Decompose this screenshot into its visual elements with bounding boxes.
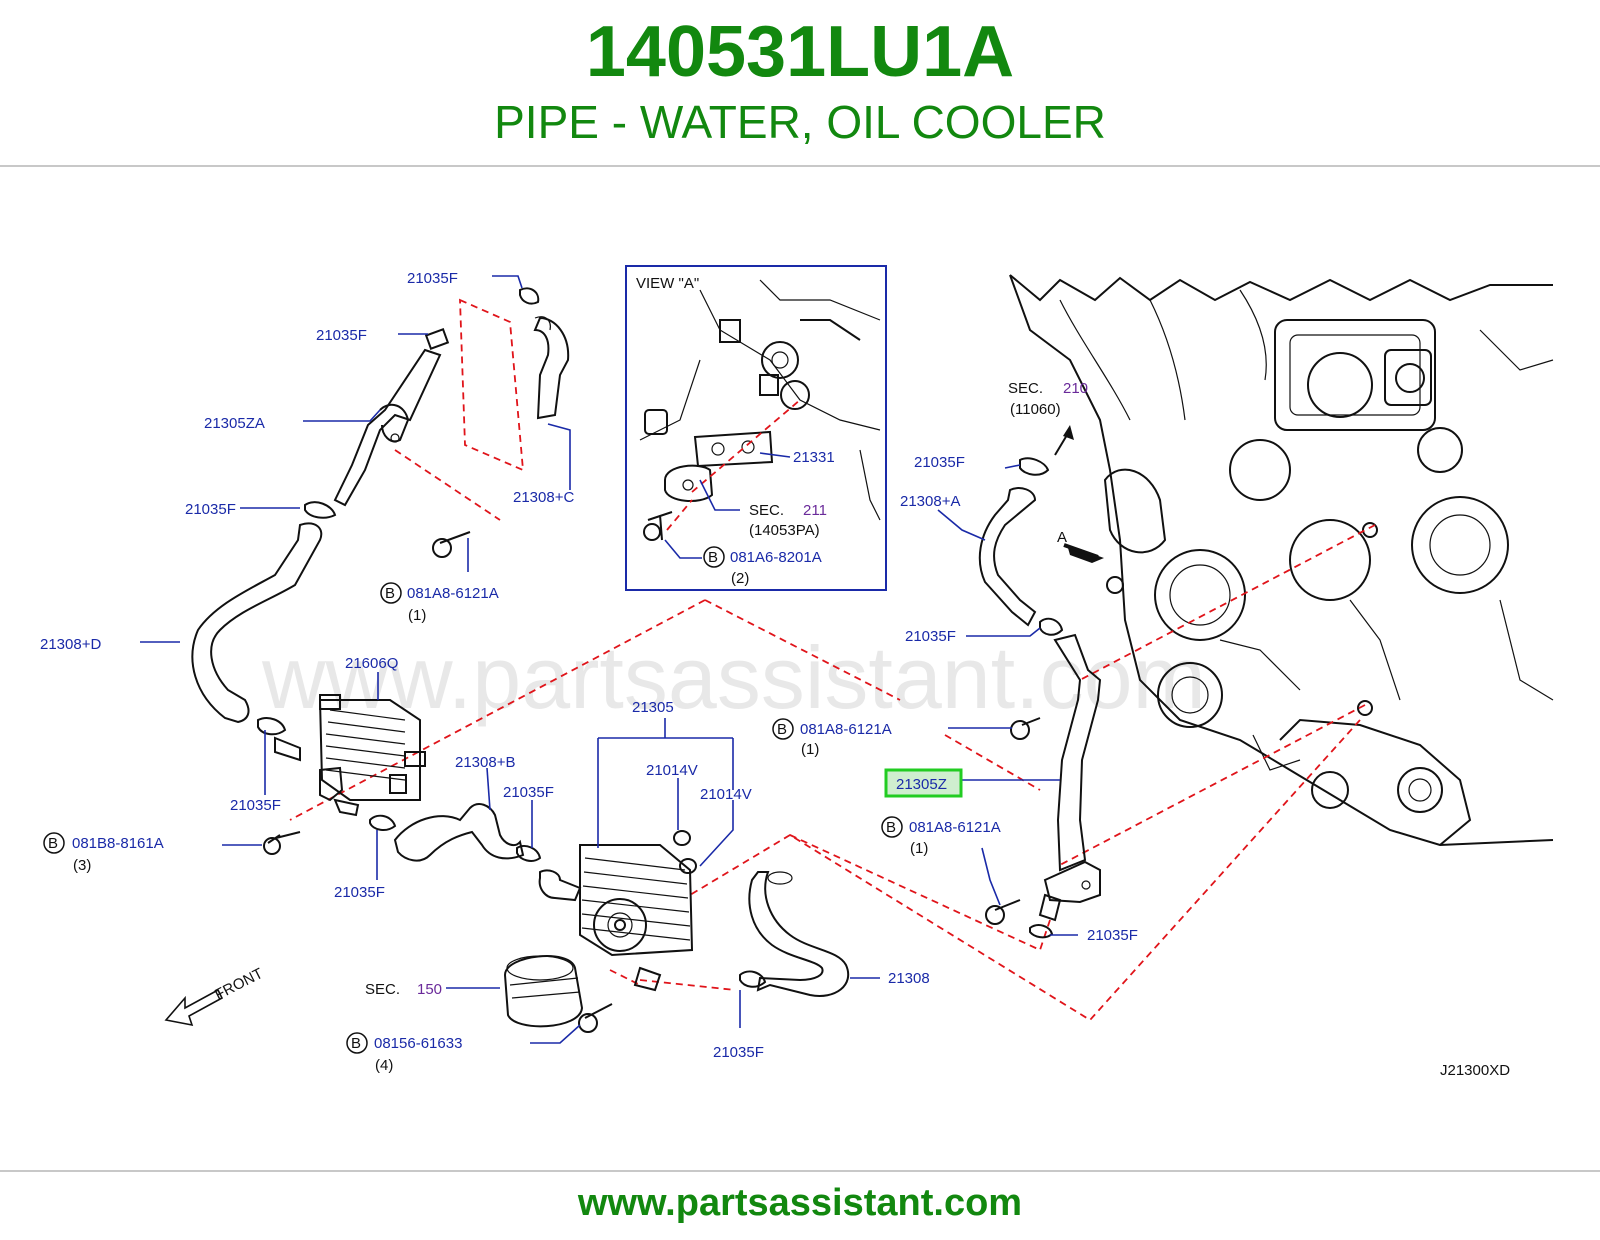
bolt-marker-081a8-left: B [380,582,402,604]
label-081a8-left-qty: (1) [408,607,426,624]
label-21035f-b2[interactable]: 21035F [334,884,385,901]
label-21035f-top[interactable]: 21035F [407,270,458,287]
label-21035f-bottom[interactable]: 21035F [713,1044,764,1061]
label-081b8-8161a[interactable]: 081B8-8161A [72,835,164,852]
part-description: PIPE - WATER, OIL COOLER [494,96,1106,148]
label-21308b[interactable]: 21308+B [455,754,515,771]
assembly-dashed-lines [289,298,1376,1022]
svg-text:B: B [708,549,718,566]
header-divider [0,165,1600,167]
engine-block-illustration [1009,274,1554,847]
label-21308c[interactable]: 21308+C [513,489,574,506]
highlight-21305z [884,768,963,798]
front-arrow [164,988,224,1027]
label-21014v-1[interactable]: 21014V [646,762,698,779]
label-sec150: SEC. [365,981,400,998]
footer-url[interactable]: www.partsassistant.com [577,1182,1023,1224]
label-21305z[interactable]: 21305Z [896,776,947,793]
label-21305za[interactable]: 21305ZA [204,415,265,432]
label-081a8-6121a-right[interactable]: 081A8-6121A [909,819,1001,836]
label-sec211-num[interactable]: 211 [803,502,827,519]
label-21308d[interactable]: 21308+D [40,636,101,653]
label-21606q[interactable]: 21606Q [345,655,398,672]
label-21331[interactable]: 21331 [793,449,835,466]
svg-text:B: B [777,721,787,738]
label-view-a-arrow: A [1057,529,1067,546]
bolt-marker-081a8-right: B [881,816,903,838]
watermark-text: www.partsassistant.com [261,628,1206,727]
label-08156-61633[interactable]: 08156-61633 [374,1035,462,1052]
view-a-inset: VIEW "A" [625,265,887,591]
label-21035f-right-mid[interactable]: 21035F [905,628,956,645]
label-08156-qty: (4) [375,1057,393,1074]
label-21035f-upper[interactable]: 21035F [316,327,367,344]
svg-text:B: B [385,585,395,602]
sec210-arrow [1054,425,1074,456]
svg-text:B: B [886,819,896,836]
label-21308[interactable]: 21308 [888,970,930,987]
label-21035f-lower[interactable]: 21035F [230,797,281,814]
label-081a6-8201a[interactable]: 081A6-8201A [730,549,822,566]
label-21035f-mid[interactable]: 21035F [185,501,236,518]
label-sec210: SEC. [1008,380,1043,397]
label-sec150-num[interactable]: 150 [417,981,442,998]
view-a-arrow [1063,543,1104,563]
part-number-title: 140531LU1A [585,12,1015,92]
left-hose-assembly [191,287,849,1033]
label-21308a[interactable]: 21308+A [900,493,960,510]
label-21014v-2[interactable]: 21014V [700,786,752,803]
svg-text:B: B [48,835,58,852]
label-081a8-6121a-mid[interactable]: 081A8-6121A [800,721,892,738]
label-21305[interactable]: 21305 [632,699,674,716]
label-081a8-right-qty: (1) [910,840,928,857]
diagram-code: J21300XD [1440,1062,1510,1079]
label-21035f-b1[interactable]: 21035F [503,784,554,801]
svg-text:B: B [351,1035,361,1052]
bolt-marker-08156: B [346,1032,368,1054]
label-081a6-qty: (2) [731,570,749,587]
leader-lines [140,275,1078,1044]
view-a-title: VIEW "A" [636,275,699,292]
label-21035f-right-top[interactable]: 21035F [914,454,965,471]
label-081a8-6121a-left[interactable]: 081A8-6121A [407,585,499,602]
bolt-marker-081b8: B [43,832,65,854]
label-sec211: SEC. [749,502,784,519]
right-pipe-assembly [978,457,1102,939]
label-sec210-ref: (11060) [1010,401,1061,418]
bolt-marker-081a6: B [703,546,725,568]
label-081a8-mid-qty: (1) [801,741,819,758]
label-081b8-qty: (3) [73,857,91,874]
front-label: FRONT [212,965,266,1004]
label-21035f-right-bottom[interactable]: 21035F [1087,927,1138,944]
view-a-frame [625,265,887,591]
bolt-marker-081a8-mid: B [772,718,794,740]
label-sec210-num[interactable]: 210 [1063,380,1088,397]
footer-divider [0,1170,1600,1172]
label-sec211-ref: (14053PA) [749,522,820,539]
